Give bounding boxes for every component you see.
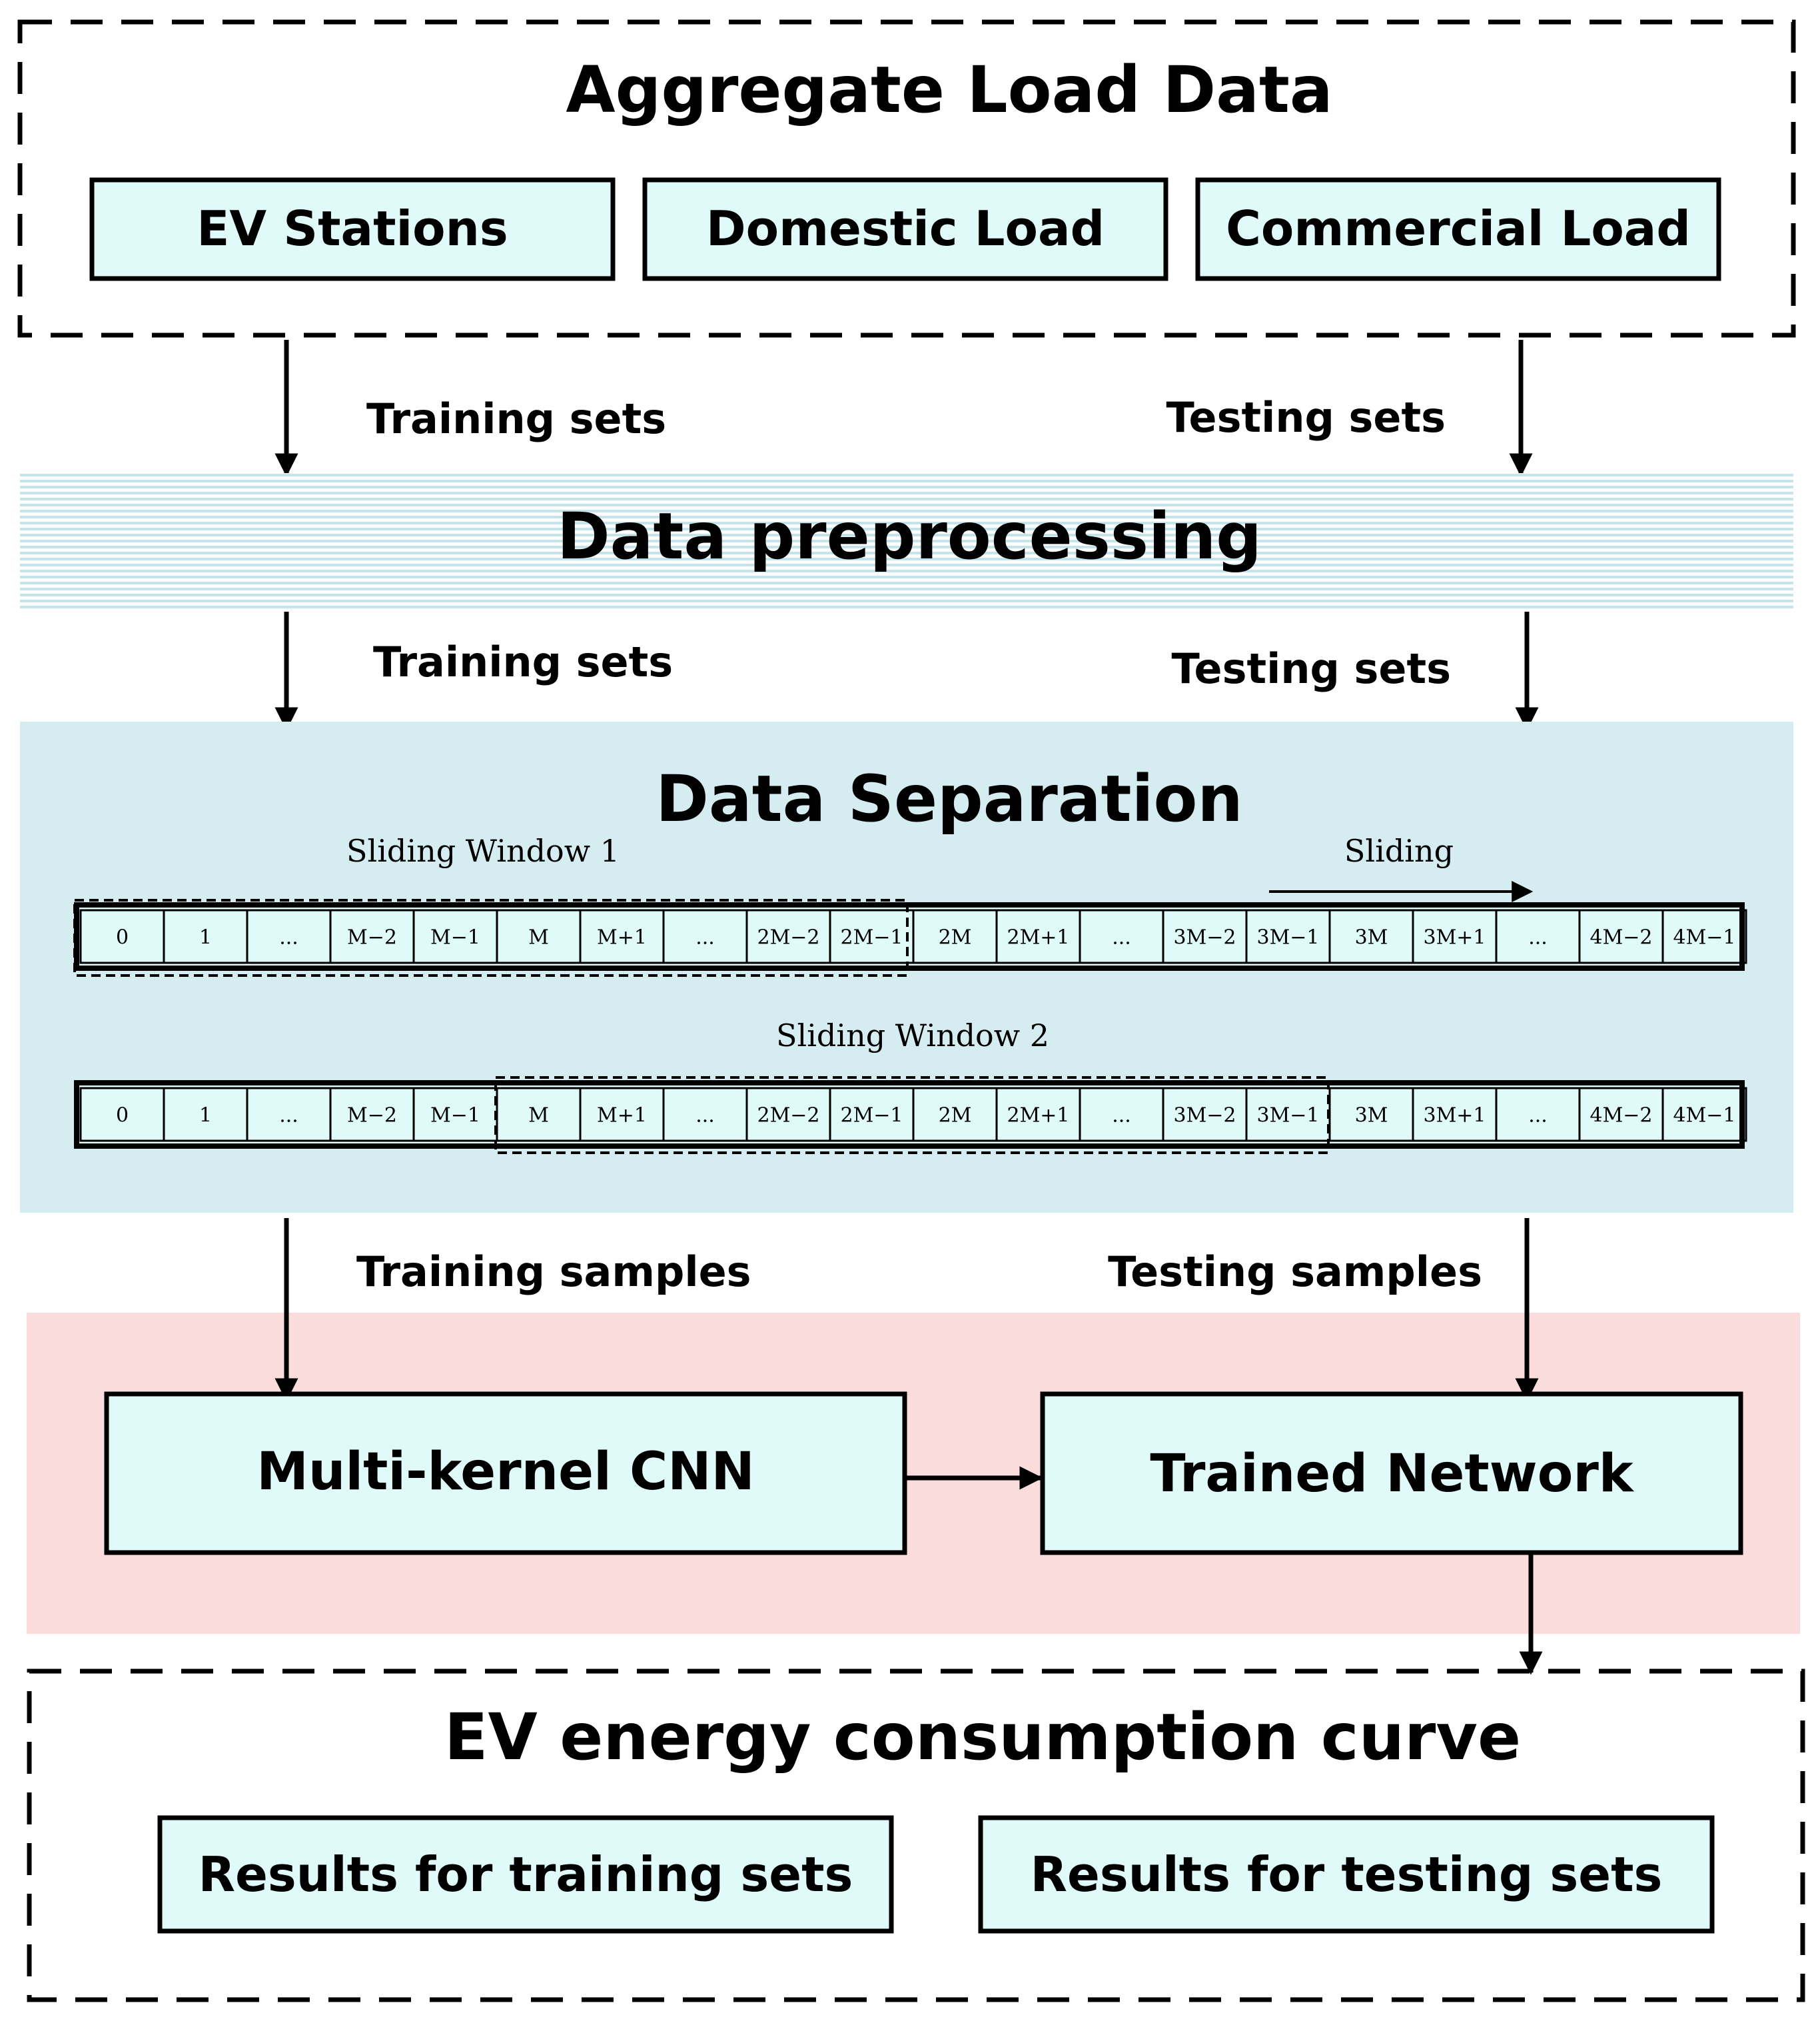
training-samples-label: Training samples xyxy=(356,1247,751,1296)
sequence-cell-label: 2M−2 xyxy=(757,1104,819,1127)
testing-sets-label-1: Testing sets xyxy=(1166,393,1446,442)
sequence-cell-label: ... xyxy=(1528,926,1548,950)
sequence-cell-label: ... xyxy=(279,926,298,950)
sequence-row-2: 0 1... M−2 M−1 M M+1... 2M−2 2M−1 2M 2M+1... 3M−2 3… xyxy=(74,1080,1747,1149)
sequence-cell-label: 2M+1 xyxy=(1007,1104,1069,1127)
sequence-cell-label: ... xyxy=(1112,926,1131,950)
domestic-load-label: Domestic Load xyxy=(706,201,1105,257)
output-section: EV energy consumption curve Results for … xyxy=(27,1669,1805,2002)
results-testing-label: Results for testing sets xyxy=(1031,1846,1663,1902)
sequence-cell-label: 1 xyxy=(199,1104,212,1127)
sequence-cell-label: 3M xyxy=(1355,1104,1388,1127)
flow-1: Training sets Testing sets xyxy=(274,340,1533,477)
sequence-cell-label: 2M xyxy=(939,926,972,950)
multi-kernel-cnn-label: Multi-kernel CNN xyxy=(256,1442,755,1502)
commercial-load-box xyxy=(1195,177,1721,281)
results-testing-box xyxy=(978,1815,1715,1934)
separation-title: Data Separation xyxy=(656,762,1243,836)
sequence-cell-label: M−1 xyxy=(430,1104,480,1127)
sequence-cell-label: 2M xyxy=(939,1104,972,1127)
testing-sets-label-2: Testing sets xyxy=(1172,644,1452,693)
output-frame xyxy=(27,1669,1805,2002)
sequence-cell-label: 2M−1 xyxy=(840,1104,903,1127)
sliding-window-1-label: Sliding Window 1 xyxy=(346,833,620,869)
sequence-cell-label: 0 xyxy=(116,926,129,950)
sequence-cell-label: M−1 xyxy=(430,926,480,950)
results-training-box xyxy=(157,1815,894,1934)
sequence-cell-label: 2M−1 xyxy=(840,926,903,950)
sequence-row-1-frame xyxy=(74,902,1745,971)
sequence-cell-label: 4M−2 xyxy=(1590,1104,1652,1127)
sequence-cell-label: M−2 xyxy=(347,1104,397,1127)
sequence-cell-label: 4M−2 xyxy=(1590,926,1652,950)
preprocessing-section: Data preprocessing xyxy=(20,473,1793,610)
sequence-cell-label: ... xyxy=(279,1104,298,1127)
sliding-window-2-label: Sliding Window 2 xyxy=(776,1017,1049,1053)
sequence-cell-label: ... xyxy=(1112,1104,1131,1127)
sliding-label: Sliding xyxy=(1344,833,1454,869)
sequence-cell-label: 3M+1 xyxy=(1423,1104,1486,1127)
training-section: Multi-kernel CNN Trained Network xyxy=(27,1313,1800,1634)
ev-stations-box xyxy=(89,177,616,281)
sequence-cell xyxy=(1661,909,1747,964)
sequence-cell-label: 1 xyxy=(199,926,212,950)
training-sets-label-2: Training sets xyxy=(373,638,673,686)
sequence-cell-label: M xyxy=(528,1104,549,1127)
domestic-load-box xyxy=(642,177,1168,281)
aggregate-frame xyxy=(17,19,1796,338)
ev-stations-label: EV Stations xyxy=(197,201,508,257)
sequence-cell-label: 3M−2 xyxy=(1173,1104,1236,1127)
sequence-row-2-frame xyxy=(74,1080,1745,1149)
sequence-cell-label: 0 xyxy=(116,1104,129,1127)
sequence-cell-label: 3M−2 xyxy=(1173,926,1236,950)
sequence-cell xyxy=(1661,1087,1747,1142)
sequence-cell-label: M xyxy=(528,926,549,950)
sequence-cell-label: 3M−1 xyxy=(1256,926,1319,950)
testing-samples-label: Testing samples xyxy=(1108,1247,1482,1296)
aggregate-section: Aggregate Load Data EV Stations Domestic… xyxy=(17,19,1796,338)
flow-3: Training samples Testing samples xyxy=(274,1218,1539,1402)
sequence-cell-label: ... xyxy=(695,926,715,950)
sequence-cell-label: M+1 xyxy=(597,1104,647,1127)
sequence-cell-label: M+1 xyxy=(597,926,647,950)
output-title: EV energy consumption curve xyxy=(444,1700,1521,1774)
sliding-window-2 xyxy=(494,1076,1330,1154)
sequence-cell-label: M−2 xyxy=(347,926,397,950)
separation-section: Data Separation Sliding Window 1 Sliding… xyxy=(20,722,1793,1213)
results-training-label: Results for training sets xyxy=(199,1846,853,1902)
sequence-cell-label: 4M−1 xyxy=(1673,1104,1735,1127)
sequence-cell-label: 3M+1 xyxy=(1423,926,1486,950)
preprocessing-title: Data preprocessing xyxy=(557,499,1262,574)
sequence-cell-label: 3M xyxy=(1355,926,1388,950)
aggregate-title: Aggregate Load Data xyxy=(566,53,1332,127)
trained-network-label: Trained Network xyxy=(1150,1444,1634,1504)
sequence-cell-label: 4M−1 xyxy=(1673,926,1735,950)
training-sets-label-1: Training sets xyxy=(366,394,666,443)
preprocessing-band xyxy=(20,473,1793,610)
sliding-window-1 xyxy=(73,899,909,977)
sequence-cell-label: ... xyxy=(1528,1104,1548,1127)
sequence-cell-label: 2M+1 xyxy=(1007,926,1069,950)
sequence-row-1: 0 1... M−2 M−1 M M+1... 2M−2 2M−1 2M 2M+1... 3M−2 3… xyxy=(74,902,1747,971)
multi-kernel-cnn-box xyxy=(104,1391,907,1555)
sequence-cell-label: 2M−2 xyxy=(757,926,819,950)
sequence-cell-label: ... xyxy=(695,1104,715,1127)
commercial-load-label: Commercial Load xyxy=(1226,201,1691,257)
flow-2: Training sets Testing sets xyxy=(274,612,1539,731)
trained-network-box xyxy=(1040,1391,1743,1555)
sequence-cell-label: 3M−1 xyxy=(1256,1104,1319,1127)
